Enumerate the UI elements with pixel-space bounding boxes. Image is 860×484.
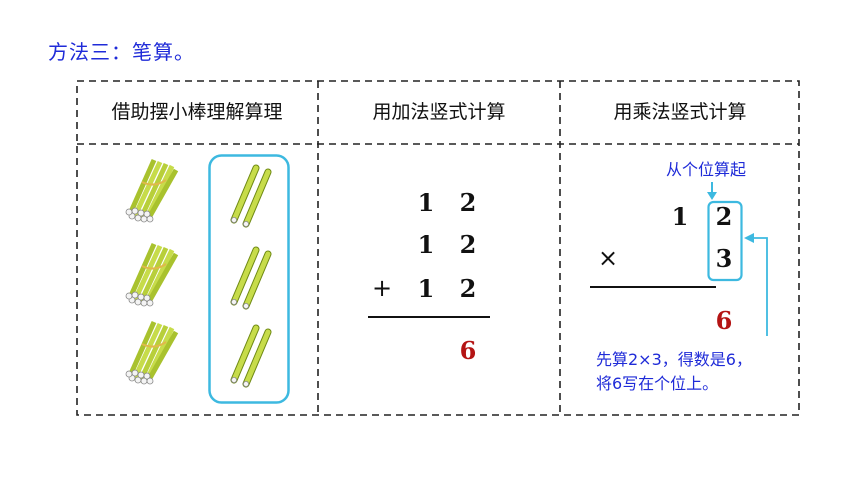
loose-sticks-pair-2 [230, 246, 272, 310]
header-addition: 用加法竖式计算 [372, 101, 506, 123]
method-table: 借助摆小棒理解算理 用加法竖式计算 用乘法竖式计算 [76, 80, 800, 416]
add-result-ones: 6 [459, 336, 477, 365]
add-row2-tens: 1 [417, 230, 435, 259]
header-multiplication: 用乘法竖式计算 [613, 101, 747, 123]
stick-bundle-icon [125, 320, 179, 385]
add-row1-tens: 1 [417, 188, 435, 217]
add-row3-ones: 2 [459, 274, 477, 303]
add-row2-ones: 2 [459, 230, 477, 259]
stick-bundle-icon [125, 242, 179, 307]
plus-sign: + [372, 274, 393, 302]
mul-row2-ones: 3 [715, 244, 733, 273]
add-row1-ones: 2 [459, 188, 477, 217]
mul-result-ones: 6 [715, 306, 733, 335]
table-grid [76, 80, 800, 416]
mul-row1-ones: 2 [715, 202, 733, 231]
times-sign: × [598, 244, 619, 272]
step-explanation-line1: 先算2×3，得数是6， [596, 350, 752, 369]
step-explanation-line2: 将6写在个位上。 [596, 374, 719, 393]
add-row3-tens: 1 [417, 274, 435, 303]
ones-highlight [707, 182, 768, 336]
stick-bundle-icon [125, 158, 179, 223]
loose-sticks-pair-1 [230, 164, 272, 228]
header-sticks: 借助摆小棒理解算理 [111, 101, 283, 123]
mul-product-line [590, 286, 716, 288]
method-title: 方法三：笔算。 [48, 40, 195, 64]
mul-row1-tens: 1 [671, 202, 689, 231]
ones-first-note: 从个位算起 [666, 160, 747, 179]
loose-sticks-box [208, 154, 290, 404]
loose-sticks-pair-3 [230, 324, 272, 388]
add-sum-line [368, 316, 490, 318]
